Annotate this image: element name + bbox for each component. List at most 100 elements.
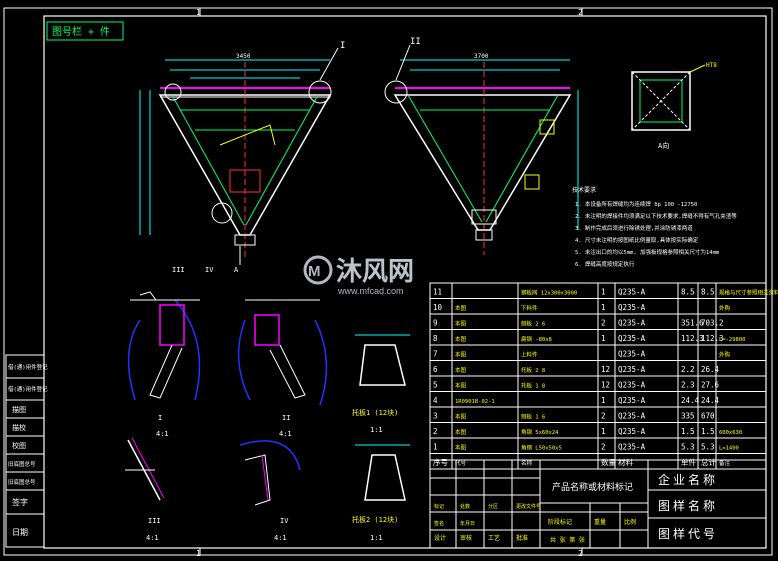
zone-bottom-2: 2 (578, 549, 583, 558)
side-stamp-5: 旧底图总号 (8, 460, 36, 468)
bom-cell-qty: 2 (601, 443, 606, 452)
row-label-0: 标记 (434, 503, 444, 510)
bom-cell-name: 下料件 (521, 304, 538, 312)
bom-cell-code: 本图 (455, 444, 467, 452)
plate-2-scale: 1:1 (370, 534, 383, 542)
company-name: 企业名称 (658, 472, 718, 487)
bom-cell-w1: 2.2 (681, 365, 695, 374)
side-stamps: 借(通)用件登记 借(通)用件登记 描图 描校 校图 旧底图总号 旧底图总号 签… (5, 354, 48, 548)
label-I: I (340, 41, 345, 51)
bom-cell-no: 6 (433, 365, 438, 374)
side-stamp-0: 借(通)用件登记 (8, 363, 48, 371)
dim-top-right: 3700 (474, 53, 489, 60)
watermark-url: www.mfcad.com (337, 286, 404, 296)
title-block: 产品名称或材料标记 企业名称 图样名称 图样代号 设计 审核 工艺 批准 阶段标… (429, 459, 767, 549)
detail-III: III 4:1 (125, 437, 165, 542)
bom-cell-name: 上料件 (521, 351, 538, 359)
drawing-name: 图样名称 (658, 498, 718, 513)
bom-cell-name: 托板 1 8 (521, 382, 545, 390)
label-process: 工艺 (488, 534, 500, 542)
plate-1: 托板1 (12块) 1:1 (352, 334, 410, 434)
detail-IV-name: IV (280, 517, 289, 525)
bom-cell-code: 本图 (455, 382, 467, 390)
bom-cell-qty: 2 (601, 319, 606, 328)
bom-cell-note: 外购 (719, 351, 731, 359)
bom-cell-mat: Q235-A (618, 319, 646, 328)
plate-1-name: 托板1 (12块) (352, 408, 398, 417)
bom-cell-note: 600x630 (719, 430, 742, 436)
bom-cell-qty: 1 (601, 427, 606, 436)
bom-cell-w2: 5.3 (701, 443, 715, 452)
bom-cell-mat: Q235-A (618, 396, 646, 405)
row-label-2: 分区 (488, 503, 498, 510)
label-ratio: 比例 (624, 518, 636, 526)
inner-frame (43, 15, 767, 549)
bom-cell-mat: Q235-A (618, 381, 646, 390)
view-A-label: A向 (658, 141, 669, 150)
bom-cell-w2: 1.5 (701, 427, 715, 436)
bom-cell-mat: Q235-A (618, 365, 646, 374)
bom-cell-w1: 112.3 (681, 334, 704, 343)
bom-cell-mat: Q235-A (618, 427, 646, 436)
bom-cell-mat: Q235-A (618, 412, 646, 421)
bom-cell-no: 4 (433, 396, 438, 405)
bom-cell-w1: 2.3 (681, 381, 695, 390)
bom-cell-code: 本图 (455, 320, 467, 328)
bom-cell-mat: Q235-A (618, 443, 646, 452)
note-line-4: 4. 尺寸未注明的按图纸比例量取,具体按实际确定 (575, 236, 699, 244)
bom-cell-qty: 1 (601, 288, 606, 297)
plate-2: 托板2 (12块) 1:1 (352, 444, 410, 542)
bom-cell-qty: 1 (601, 334, 606, 343)
bom-cell-w2: 8.5 (701, 288, 715, 297)
bom-cell-w1: 1.5 (681, 427, 695, 436)
detail-IV: IV 4:1 (239, 440, 301, 542)
row-label-1: 处数 (460, 503, 470, 510)
bom-cell-w2: 总计 (701, 457, 716, 467)
bom-cell-no: 9 (433, 319, 438, 328)
bom-cell-no: 11 (433, 288, 442, 297)
bom-cell-w1: 5.3 (681, 443, 695, 452)
bom-cell-note: L=1400 (719, 446, 739, 452)
plate-2-name: 托板2 (12块) (352, 515, 398, 524)
bom-cell-mat: 材料 (618, 457, 633, 467)
detail-IV-scale: 4:1 (274, 534, 287, 542)
bom-cell-code: 本图 (455, 428, 467, 436)
plate-1-scale: 1:1 (370, 426, 383, 434)
bom-cell-w2: 24.4 (701, 396, 720, 405)
label-sheets: 共 张 第 张 (550, 536, 585, 544)
bom-cell-code: 本图 (455, 335, 467, 343)
watermark-brand: 沐风网 (336, 257, 414, 287)
label-II: II (410, 37, 421, 47)
bom-cell-code: 本图 (455, 366, 467, 374)
detail-II-name: II (282, 414, 290, 422)
bom-cell-qty: 12 (601, 381, 610, 390)
product-name: 产品名称或材料标记 (552, 481, 633, 493)
detail-III-name: III (148, 517, 161, 525)
watermark: M 沐风网 www.mfcad.com (303, 255, 414, 296)
detail-I-name: I (158, 414, 162, 422)
bom-cell-qty: 1 (601, 303, 606, 312)
bom-cell-w1: 单件 (681, 457, 696, 467)
bom-cell-name: 扁钢 -80x8 (521, 335, 552, 343)
side-stamp-3: 描校 (12, 423, 26, 432)
detail-II-scale: 4:1 (279, 430, 292, 438)
bom-cell-mat: Q235-A (618, 350, 646, 359)
bom-cell-no: 7 (433, 350, 438, 359)
bom-cell-note: 外购 (719, 304, 731, 312)
bom-cell-code: 1R0901B-02-1 (455, 399, 495, 405)
bom-cell-name: 钢板网 12x300x3000 (521, 289, 577, 297)
bom-cell-name: 侧板 2 6 (521, 320, 545, 328)
bom-cell-code: 本图 (455, 304, 467, 312)
bom-cell-code: 本图 (455, 351, 467, 359)
detail-I-scale: 4:1 (156, 430, 169, 438)
bom-cell-name: 侧板 1 6 (521, 413, 545, 421)
bom-cell-no: 2 (433, 427, 438, 436)
label-check: 审核 (460, 534, 472, 542)
bom-cell-name: 名称 (521, 459, 533, 467)
view-A: HT8 A向 (631, 62, 717, 150)
note-line-5: 5. 未注出口的均以5mm, 加强板规格参照相关尺寸为14mm (575, 248, 720, 256)
side-stamp-4: 校图 (12, 441, 26, 450)
side-stamp-8: 日期 (12, 528, 28, 537)
side-stamp-1: 借(通)用件登记 (8, 385, 48, 393)
bom-cell-mat: Q235-A (618, 288, 646, 297)
